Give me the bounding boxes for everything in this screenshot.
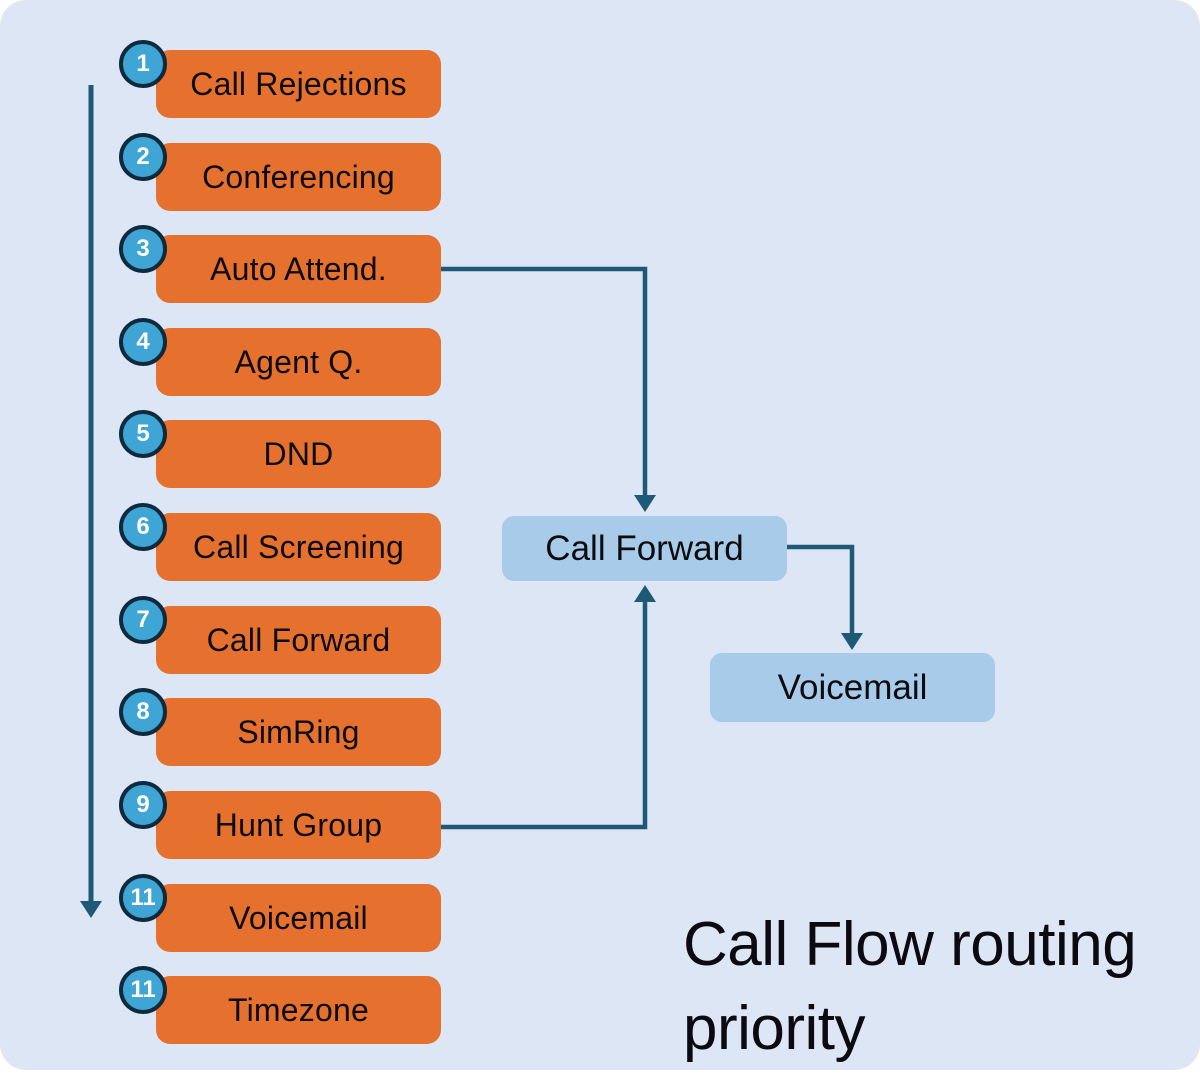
step-number-badge: 1: [119, 40, 167, 88]
node-voicemail: Voicemail: [710, 653, 995, 722]
step-box-hunt-group: Hunt Group: [156, 791, 441, 859]
step-number-badge: 11: [119, 874, 167, 922]
step-number-badge: 9: [119, 781, 167, 829]
step-box-simring: SimRing: [156, 698, 441, 766]
step-number-badge: 3: [119, 225, 167, 273]
page-title: Call Flow routing priority: [683, 910, 1137, 1064]
step-number-badge: 2: [119, 133, 167, 181]
step-box-auto-attend: Auto Attend.: [156, 235, 441, 303]
step-box-call-rejections: Call Rejections: [156, 50, 441, 118]
step-number-badge: 6: [119, 503, 167, 551]
step-box-voicemail: Voicemail: [156, 884, 441, 952]
step-box-timezone: Timezone: [156, 976, 441, 1044]
step-box-call-screening: Call Screening: [156, 513, 441, 581]
step-box-agent-q: Agent Q.: [156, 328, 441, 396]
step-number-badge: 4: [119, 318, 167, 366]
step-number-badge: 8: [119, 688, 167, 736]
step-number-badge: 11: [119, 966, 167, 1014]
step-box-conferencing: Conferencing: [156, 143, 441, 211]
node-call-forward: Call Forward: [502, 516, 787, 581]
step-box-dnd: DND: [156, 420, 441, 488]
step-box-call-forward: Call Forward: [156, 606, 441, 674]
step-number-badge: 7: [119, 596, 167, 644]
step-number-badge: 5: [119, 410, 167, 458]
